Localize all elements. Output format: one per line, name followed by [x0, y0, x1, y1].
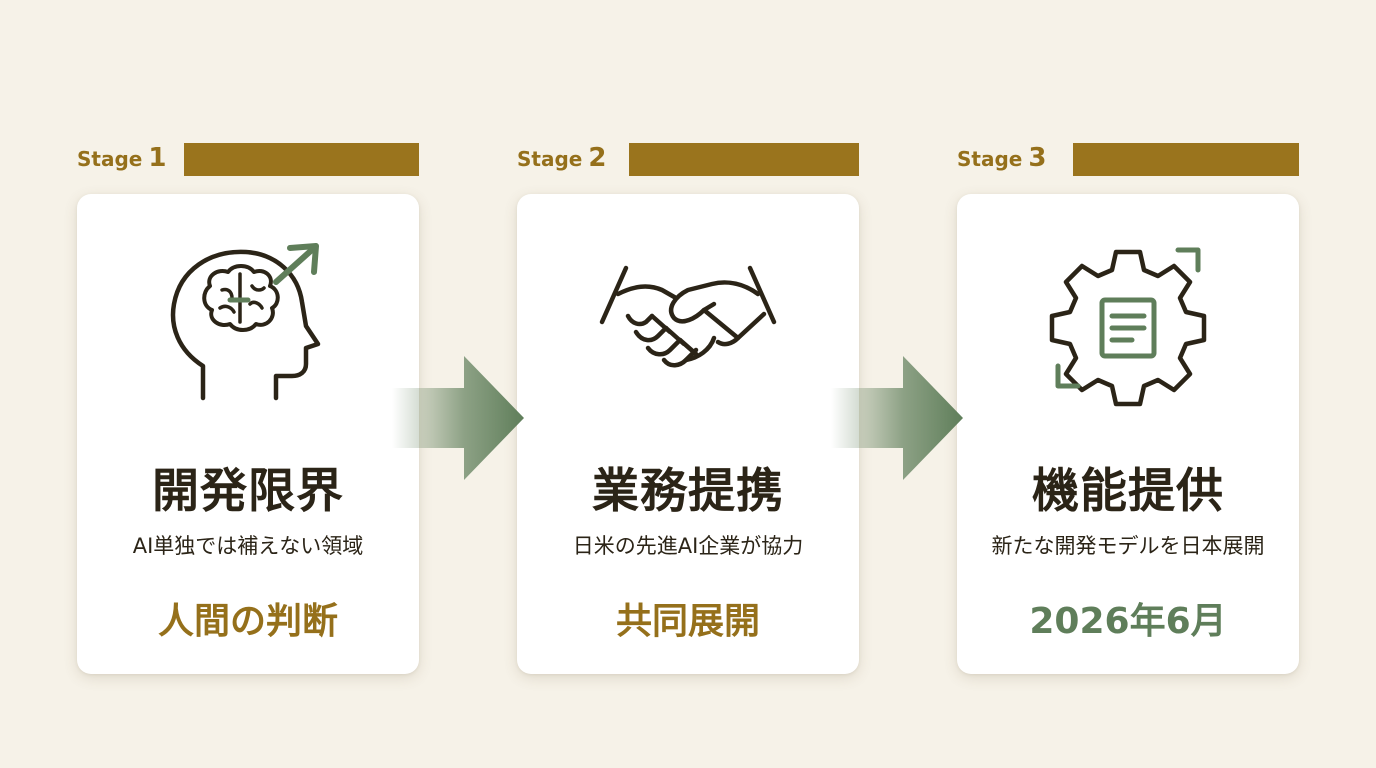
stage-1-number: 1 — [148, 143, 167, 173]
flow-arrow-1-2 — [392, 356, 526, 480]
handshake-icon — [588, 238, 788, 408]
stage-3-description: 新たな開発モデルを日本展開 — [991, 534, 1265, 558]
stage-3-value: 2026年6月 — [1029, 601, 1227, 642]
stage-1-bar — [184, 143, 419, 176]
stage-1-title: 開発限界 — [152, 464, 344, 519]
stage-2-description: 日米の先進AI企業が協力 — [572, 534, 804, 558]
stage-2-card: 業務提携 日米の先進AI企業が協力 共同展開 — [517, 194, 859, 674]
stage-2-title: 業務提携 — [592, 464, 784, 519]
stage-3-bar — [1073, 143, 1299, 176]
stage-3-card: 機能提供 新たな開発モデルを日本展開 2026年6月 — [957, 194, 1299, 674]
brain-head-arrow-icon — [148, 238, 348, 408]
flow-arrow-2-3 — [831, 356, 965, 480]
stage-1-description: AI単独では補えない領域 — [132, 534, 364, 558]
stage-2-number: 2 — [588, 143, 607, 173]
stage-3-title: 機能提供 — [1032, 464, 1224, 519]
stage-1-card: 開発限界 AI単独では補えない領域 人間の判断 — [77, 194, 419, 674]
stage-1-value: 人間の判断 — [157, 601, 338, 642]
stage-2-value: 共同展開 — [615, 601, 760, 642]
stage-2-bar — [629, 143, 859, 176]
stage-3-number: 3 — [1028, 143, 1047, 173]
gear-document-icon — [1028, 238, 1228, 408]
